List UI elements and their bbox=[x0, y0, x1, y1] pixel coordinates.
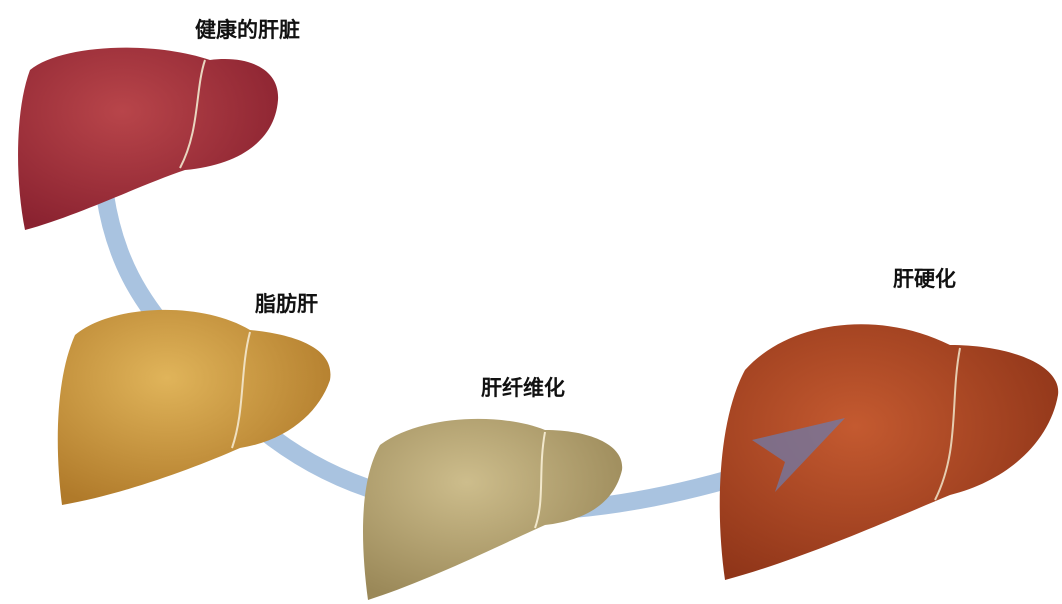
arrow-head-icon bbox=[752, 418, 845, 492]
label-healthy-liver: 健康的肝脏 bbox=[195, 17, 300, 42]
fibrotic-liver bbox=[363, 418, 623, 600]
label-fatty-liver: 脂肪肝 bbox=[255, 291, 318, 316]
fatty-liver bbox=[57, 309, 331, 505]
label-liver-cirrhosis: 肝硬化 bbox=[893, 266, 956, 291]
label-liver-fibrosis: 肝纤维化 bbox=[481, 375, 565, 400]
healthy-liver bbox=[18, 47, 279, 230]
cirrhotic-liver bbox=[719, 324, 1059, 580]
